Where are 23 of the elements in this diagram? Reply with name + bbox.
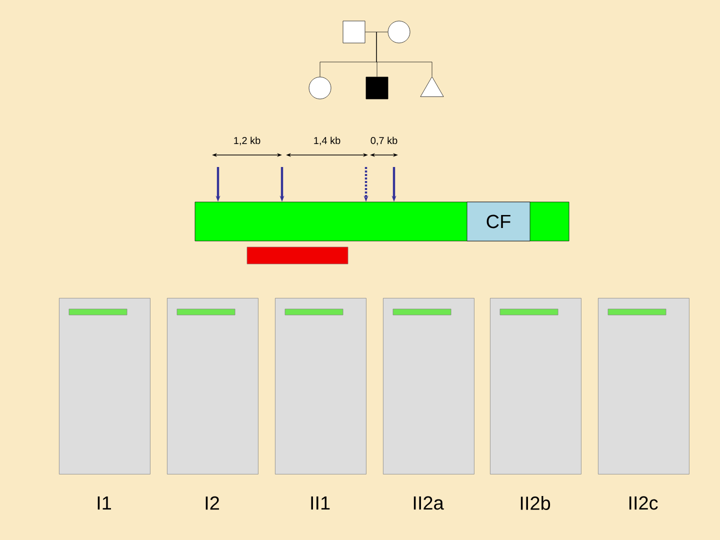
gel-lane: I2	[167, 298, 258, 510]
node-label: II2c	[629, 496, 658, 510]
dimension-label: 1,2 kb	[234, 136, 260, 146]
descent-line	[376, 32, 432, 76]
gene-region-box: CF	[466, 202, 530, 242]
gel-lane: I1	[59, 298, 150, 510]
node-label: II2b	[520, 496, 550, 510]
dimension-label: 1,4 kb	[314, 136, 340, 146]
gel-lane: II2a	[383, 298, 474, 510]
node-label: II2a	[414, 496, 444, 510]
triangle-symbol	[420, 76, 444, 97]
gel-lane: II2b	[490, 298, 582, 510]
probe-bar	[246, 246, 348, 264]
female-symbol	[308, 76, 332, 100]
node-label: II1	[311, 496, 330, 510]
gel-lane: II2c	[598, 298, 690, 510]
node-label: I2	[206, 496, 219, 510]
female-symbol	[388, 20, 410, 44]
dimension-label: 0,7 kb	[370, 136, 398, 146]
gel-lane: II1	[275, 298, 366, 510]
node-label: I1	[98, 496, 111, 510]
affected-male-symbol	[366, 76, 388, 100]
male-symbol	[342, 20, 366, 44]
